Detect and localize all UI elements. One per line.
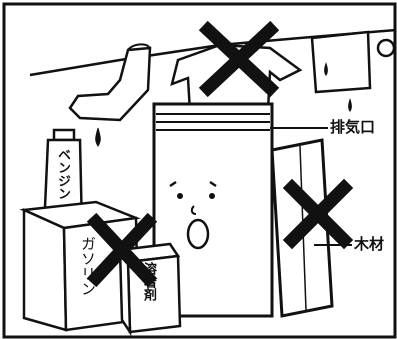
heater-unit bbox=[152, 102, 274, 318]
hanging-sock bbox=[68, 43, 152, 147]
gasoline-label: ガソリン bbox=[79, 236, 97, 296]
thinner-label: 溶着剤 bbox=[141, 262, 156, 301]
x-mark-wood bbox=[282, 178, 354, 250]
x-mark-clothes bbox=[198, 20, 280, 98]
exhaust-port-label: 排気口 bbox=[330, 118, 376, 136]
wood-label: 木材 bbox=[354, 235, 385, 253]
x-mark-cans bbox=[86, 212, 158, 288]
benzine-label: ベンジン bbox=[55, 148, 70, 200]
hanging-towel bbox=[310, 30, 396, 112]
